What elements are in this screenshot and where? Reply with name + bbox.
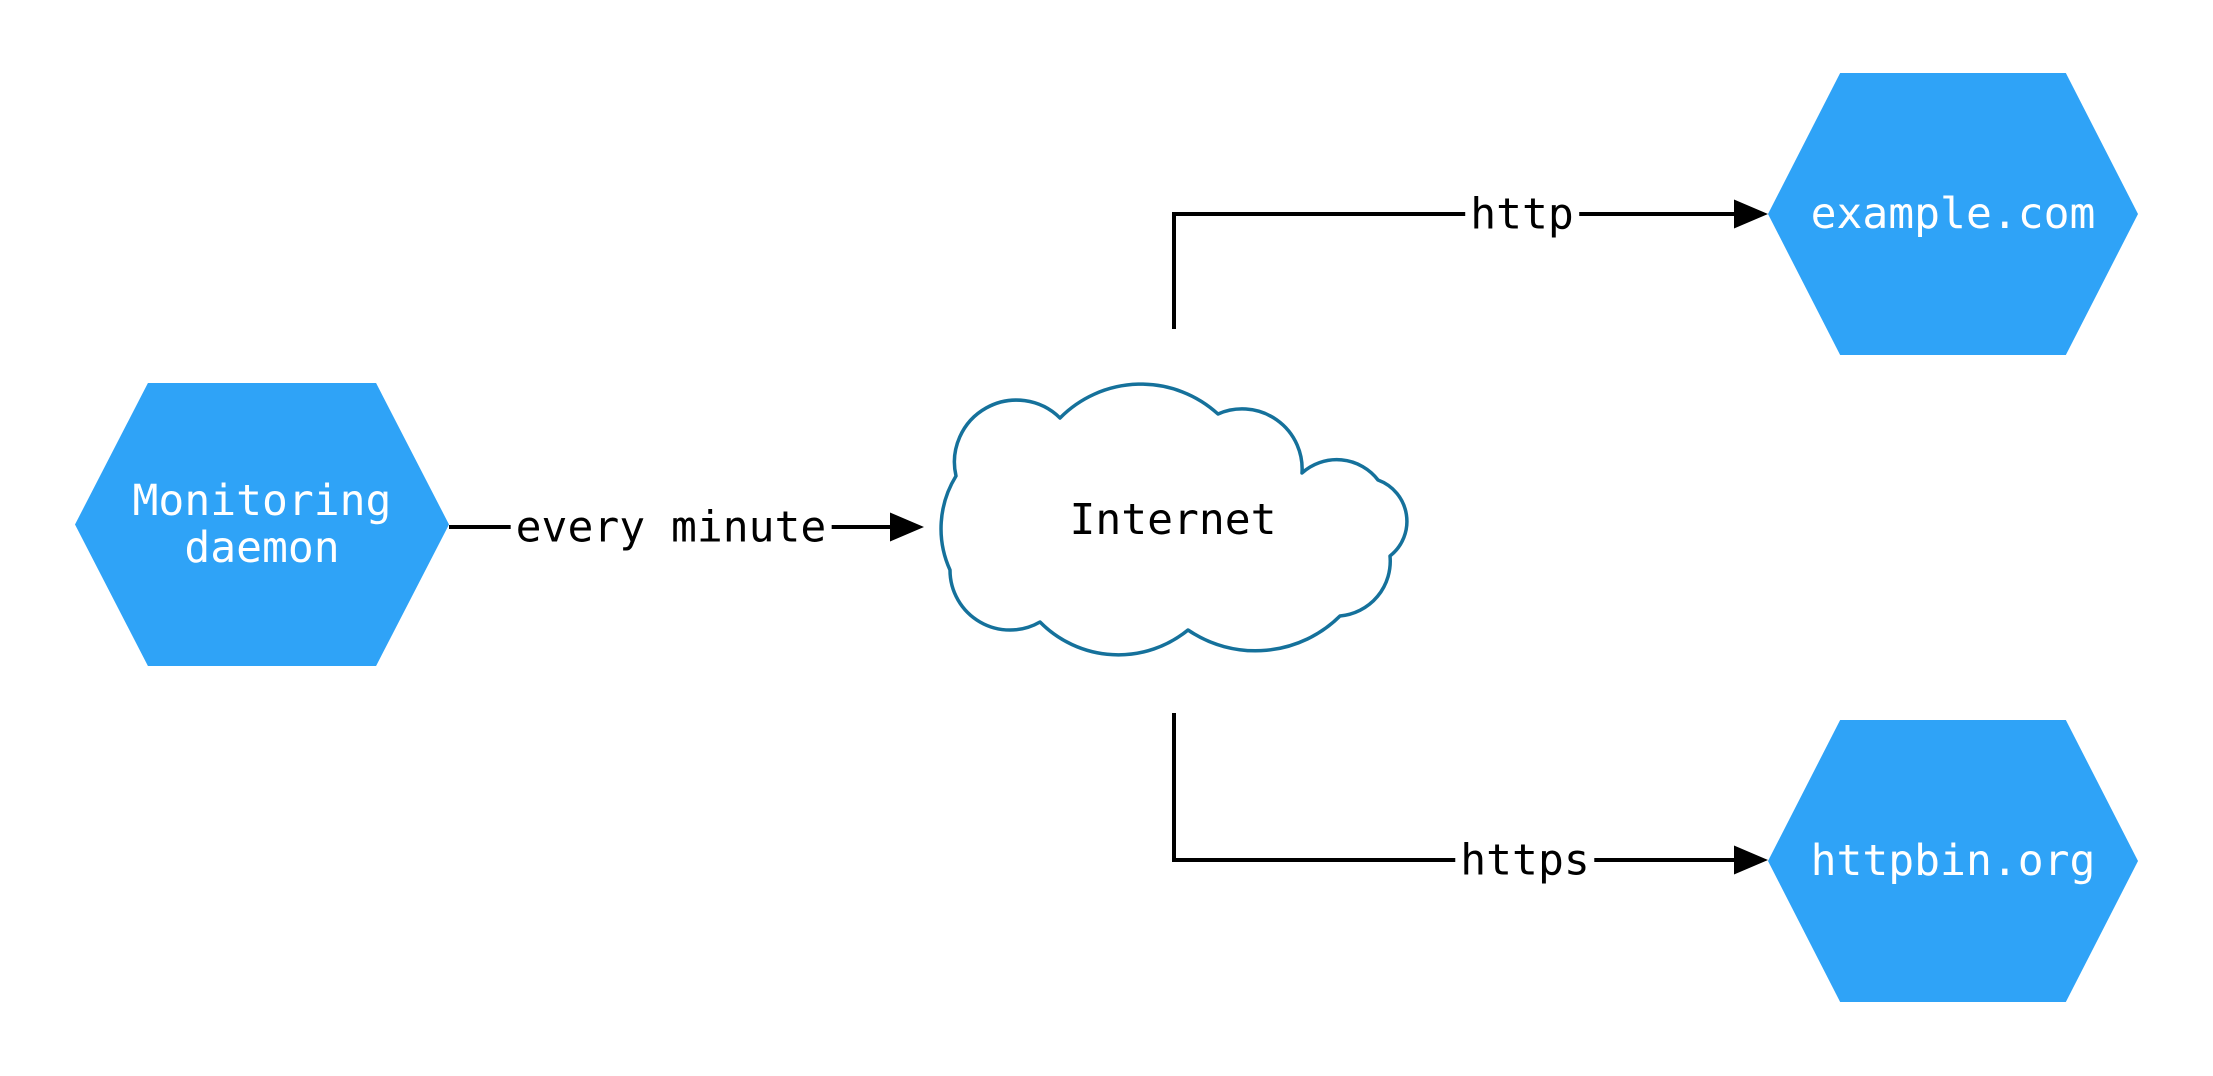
node-httpbin-org-label: httpbin.org [1810, 835, 2096, 886]
edge-line-https [1172, 713, 1734, 862]
node-monitoring-daemon: Monitoring daemon [75, 383, 449, 666]
node-example-com-label: example.com [1810, 188, 2096, 239]
edge-line-http [1172, 212, 1734, 329]
node-httpbin-org: httpbin.org [1768, 720, 2138, 1002]
node-internet: Internet [920, 378, 1418, 662]
cloud-shape [939, 382, 1409, 657]
node-monitoring-daemon-label: Monitoring daemon [132, 476, 392, 573]
node-example-com: example.com [1768, 73, 2138, 355]
edge-label-https: https [1455, 839, 1595, 883]
arrowhead-icon [1734, 845, 1768, 875]
arrowhead-icon [1734, 199, 1768, 229]
cloud-icon [939, 382, 1409, 657]
edge-label-http: http [1465, 193, 1579, 237]
edge-label-every-minute: every minute [510, 506, 832, 550]
node-internet-label: Internet [1069, 495, 1277, 545]
arrowhead-icon [890, 512, 924, 542]
